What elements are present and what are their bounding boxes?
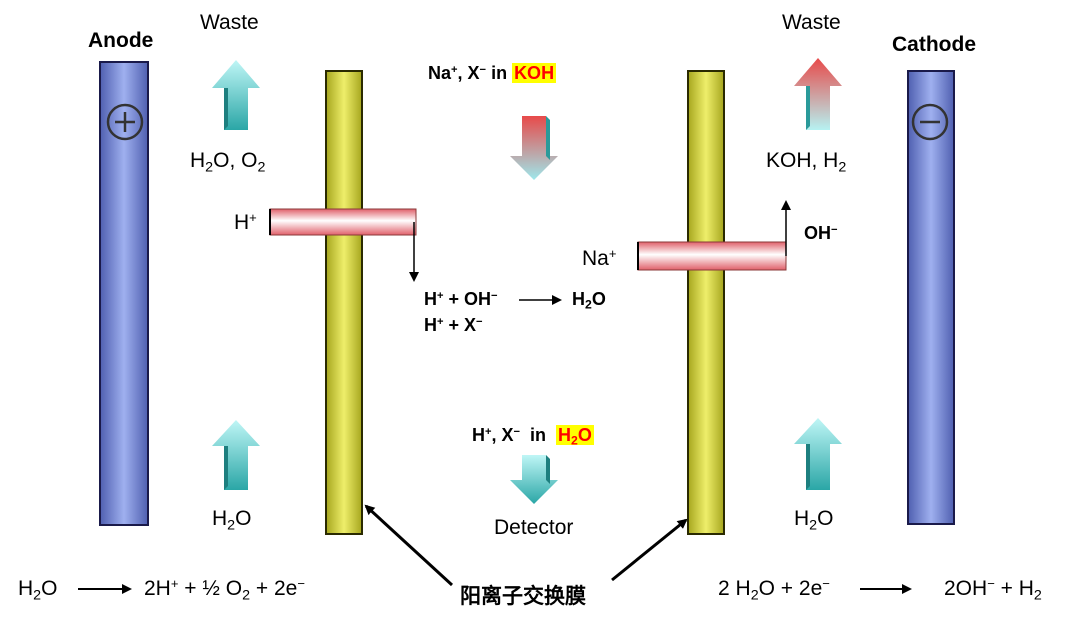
inlet-up-arrow-right (794, 418, 842, 490)
anode-eq-reactant: H2O (18, 577, 58, 604)
cathode-eq-products: 2OH− + H2 (944, 575, 1042, 604)
left-ion-channel (269, 208, 417, 236)
reaction-1: H+ + OH− (424, 289, 498, 309)
membrane-label: 阳离子交换膜 (460, 585, 586, 608)
membrane-pointer-right (611, 518, 688, 582)
detector-label: Detector (494, 516, 574, 539)
cathode-label: Cathode (892, 33, 976, 56)
reaction-1-product: H2O (572, 289, 606, 312)
detector-down-arrow (510, 455, 558, 504)
feed-down-arrow (510, 116, 558, 180)
left-membrane (325, 70, 363, 535)
feed-label: Na+, X− in KOH (428, 63, 557, 83)
cathode-eq-reactants: 2 H2O + 2e− (718, 575, 830, 604)
right-ion-label: Na+ (582, 245, 617, 270)
right-membrane (687, 70, 725, 535)
right-waste-species: KOH, H2 (766, 149, 847, 176)
inlet-up-arrow-left (212, 420, 260, 490)
left-ion-label: H+ (234, 209, 257, 234)
anode-eq-products: 2H+ + ½ O2 + 2e− (144, 575, 305, 604)
anode-label: Anode (88, 29, 154, 52)
plus-icon (106, 103, 144, 141)
oh-ion-label: OH− (804, 223, 838, 243)
cathode-electrode (907, 70, 955, 525)
reaction-2: H+ + X− (424, 315, 483, 335)
right-ion-channel (637, 241, 787, 271)
left-waste-species: H2O, O2 (190, 149, 266, 176)
right-inlet-label: H2O (794, 507, 834, 534)
left-inlet-label: H2O (212, 507, 252, 534)
waste-label-left: Waste (200, 11, 259, 34)
waste-up-arrow-right (794, 58, 842, 130)
output-label: H+, X− in H2O (472, 425, 594, 448)
membrane-pointer-left (364, 504, 454, 587)
waste-up-arrow-left (212, 60, 260, 130)
minus-icon (911, 103, 949, 141)
waste-label-right: Waste (782, 11, 841, 34)
